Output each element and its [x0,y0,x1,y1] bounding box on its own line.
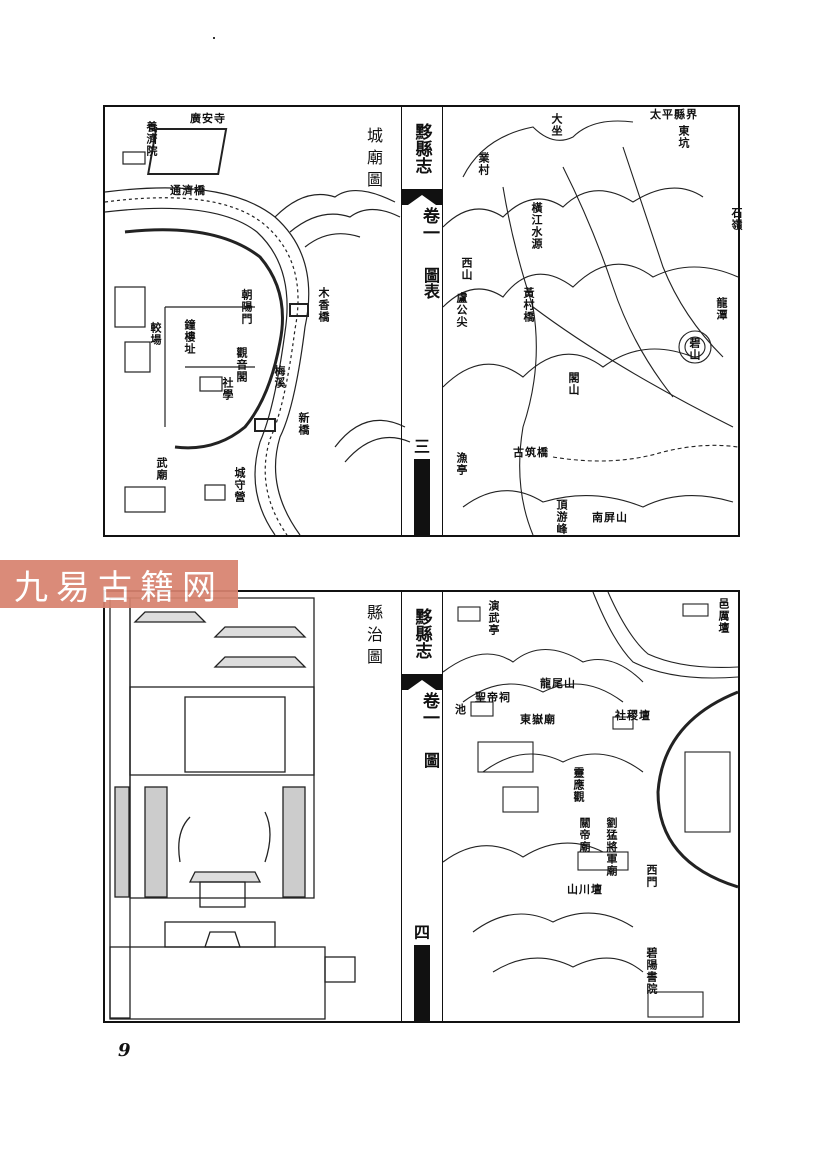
black-mouth-mark [414,459,430,535]
map-label: 演武亭 [487,600,500,636]
book-title: 黟縣志 [411,607,432,659]
book-title: 黟縣志 [411,122,432,174]
map-label: 觀音閣 [235,347,248,383]
county-office-map-drawing [109,592,738,1020]
map-label: 頂游峰 [555,499,568,535]
map-label: 養濟院 [145,121,158,157]
fishtail-mark [402,674,442,690]
map-label: 古筑橋 [513,446,549,459]
map-label: 黃村橋 [522,287,535,323]
page-number: 9 [118,1040,131,1061]
map-label: 邑厲壇 [717,598,730,634]
map-label: 閣山 [567,372,580,396]
map-label: 池 [455,703,467,716]
map-label: 城守營 [233,467,246,503]
map-label: 山川壇 [567,883,603,896]
map-label: 東嶽廟 [520,713,556,726]
map-title: 城廟圖 [364,127,383,193]
folio-number: 三 [413,437,430,456]
map-label: 鐘樓址 [183,319,196,355]
watermark-banner: 九易古籍网 [0,560,238,608]
section-label: 圖表 [421,267,440,299]
map-label: 西門 [645,864,658,888]
book-spine-column: 黟縣志 卷一 圖 四 [401,592,443,1021]
map-label: 西山 [460,257,473,281]
map-label: 靈應觀 [572,767,585,803]
map-label: 盧公尖 [455,292,468,328]
book-spine-column: 黟縣志 卷一 圖表 三 [401,107,443,535]
map-label: 社稷壇 [615,709,651,722]
map-label: 社學 [221,377,234,401]
volume-label: 卷一 [419,207,439,241]
map-label: 較場 [149,322,162,346]
map-label: 龍尾山 [540,677,576,690]
map-label: 新橋 [297,412,310,436]
map-label: 業村 [477,152,490,176]
city-temple-map-drawing [105,120,738,535]
map-label: 木香橋 [317,287,330,323]
map-label: 石嶺 [730,207,743,231]
map-label: 東坑 [677,125,690,149]
map-label: 橫江水源 [530,202,543,250]
map-label: 漁亭 [455,452,468,476]
map-label: 廣安寺 [190,112,226,125]
map-label: 聖帝祠 [475,691,511,704]
map-label: 南屏山 [592,511,628,524]
map-label: 碧陽書院 [645,947,658,995]
map-label: 龍潭 [715,297,728,321]
map-label: 武廟 [155,457,168,481]
section-label: 圖 [421,752,440,768]
map-label: 通濟橋 [170,184,206,197]
black-mouth-mark [414,945,430,1021]
map-label: 碧山 [688,337,701,361]
speck [213,37,215,39]
top-spread: 廣安寺 養濟院 城廟圖 通濟橋 木香橋 梅溪 新橋 武廟 城守營 觀音閣 社學 … [103,105,743,537]
map-label: 太平縣界 [650,108,698,121]
map-label: 大坐 [550,113,563,137]
map-label: 梅溪 [273,365,286,389]
fishtail-mark [402,189,442,205]
folio-number: 四 [413,923,430,942]
map-label: 劉猛將軍廟 [605,817,618,877]
map-label: 關帝廟 [578,817,591,853]
map-label: 朝陽門 [240,289,253,325]
map-title: 縣治圖 [364,604,383,670]
bottom-spread: 縣治圖 黟縣志 卷一 圖 四 演武亭 邑厲壇 龍尾山 聖帝祠 池 東嶽廟 社稷壇… [103,590,740,1023]
volume-label: 卷一 [419,692,439,726]
